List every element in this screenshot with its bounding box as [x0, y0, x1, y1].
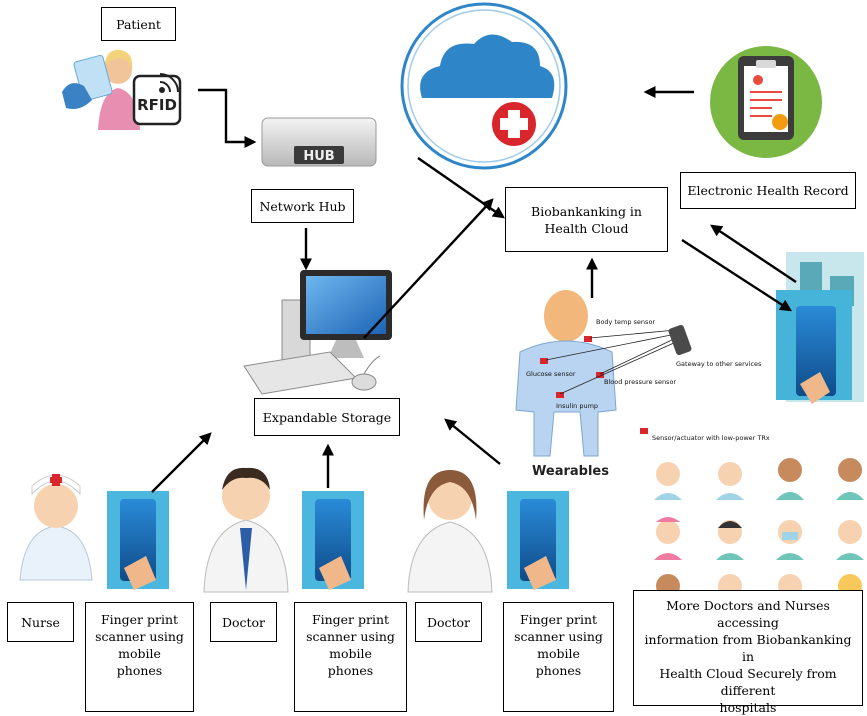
nurse-label: Nurse [7, 602, 74, 642]
arrow-computer-to-cloud [363, 198, 494, 339]
network-hub-icon: HUB [261, 117, 377, 167]
svg-text:Body temp sensor: Body temp sensor [596, 318, 655, 326]
scanner-icon-1 [107, 491, 169, 590]
doctor-icon-2 [407, 470, 493, 593]
connector-arrows [151, 86, 797, 493]
arrow-cloud-to-hospital [681, 238, 793, 312]
svg-text:Insulin pump: Insulin pump [556, 402, 598, 410]
health-cloud-icon [400, 2, 568, 170]
arrow-rfid-to-hub [198, 88, 257, 148]
scanner-icon-3 [507, 491, 569, 590]
svg-text:HUB: HUB [303, 149, 334, 164]
hospital-scanner-icon [776, 252, 864, 404]
arrow-hospital-to-cloud [710, 224, 797, 283]
scanner-icon-2 [302, 491, 364, 590]
expandable-storage-label: Expandable Storage [254, 398, 400, 436]
doctor-1-label: Doctor [210, 602, 277, 642]
network-hub-label: Network Hub [251, 189, 354, 223]
wearables-label: Wearables [532, 464, 609, 479]
svg-text:Glucose sensor: Glucose sensor [526, 370, 576, 378]
arrow-scanner1-to-storage [151, 432, 212, 493]
nurse-icon [19, 474, 93, 581]
arrow-scanner3-to-storage [444, 418, 501, 465]
computer-icon [243, 270, 392, 395]
ehr-tablet-icon [710, 46, 822, 158]
patient-label: Patient [101, 7, 176, 41]
svg-text:Sensor/actuator with low-power: Sensor/actuator with low-power TRx [652, 434, 770, 442]
rfid-patient-icon: RFID [62, 49, 182, 130]
rfid-label: RFID [137, 96, 177, 114]
staff-grid-icons [654, 458, 864, 598]
svg-text:Gateway to other services: Gateway to other services [676, 360, 762, 368]
health-cloud-label: Biobankanking in Health Cloud [505, 187, 668, 252]
wearables-body-icon: Body temp sensor Glucose sensor Blood pr… [515, 290, 770, 457]
doctor-icon-1 [203, 467, 289, 593]
doctor-2-label: Doctor [415, 602, 482, 642]
svg-text:Blood pressure sensor: Blood pressure sensor [604, 378, 676, 386]
ehr-label: Electronic Health Record [680, 172, 856, 209]
